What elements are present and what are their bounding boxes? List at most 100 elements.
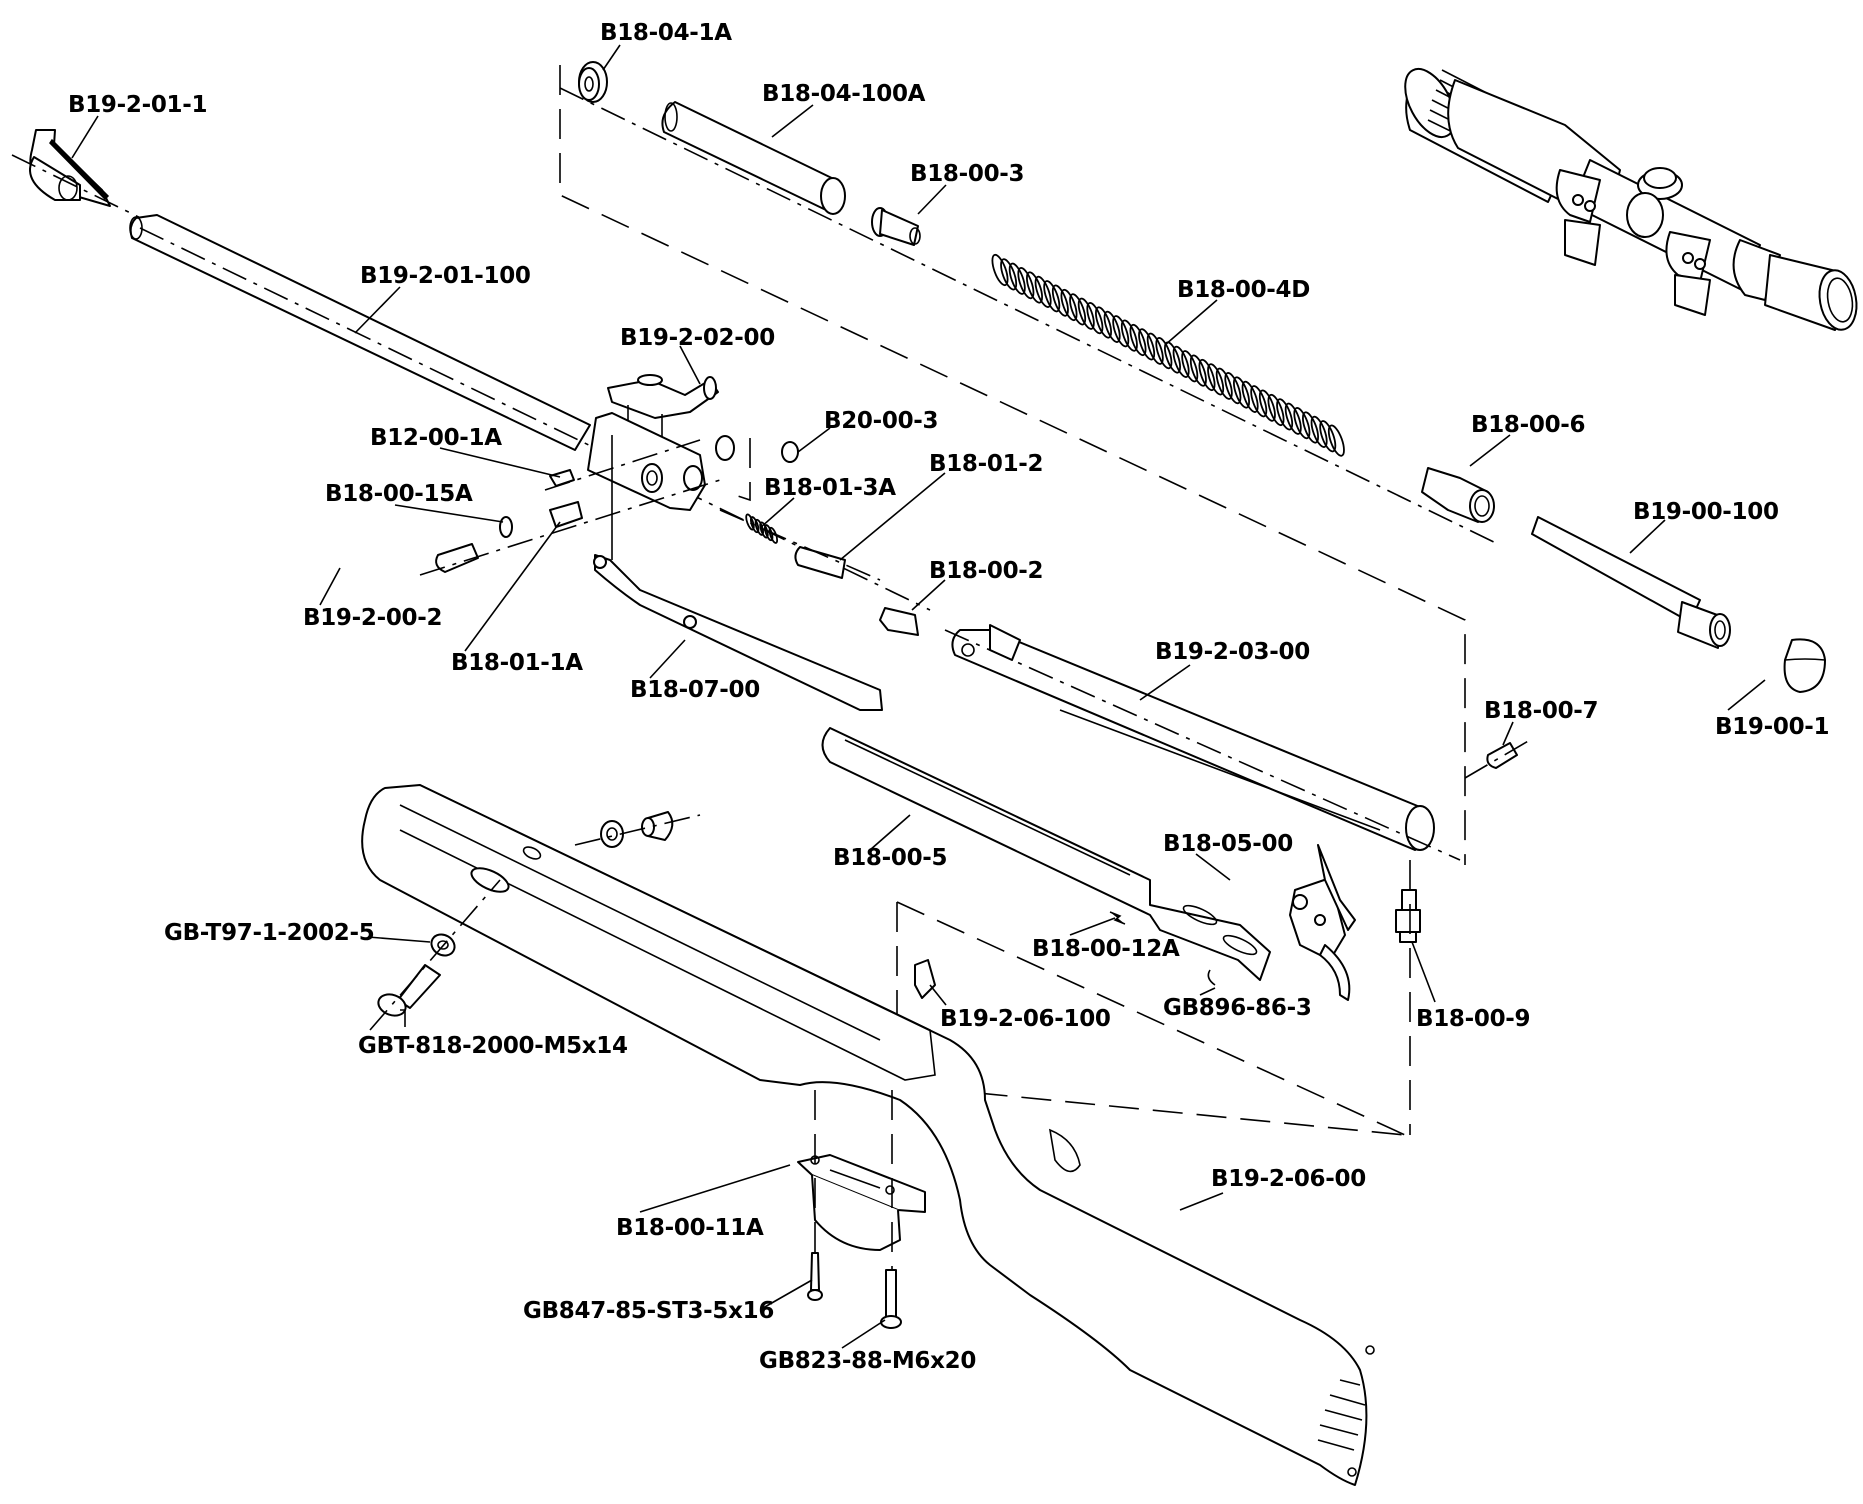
label-b19-2-01-1: B19-2-01-1 <box>68 92 207 118</box>
part-labels: B19-2-01-1 B19-2-01-100 B18-04-1A B18-04… <box>68 20 1830 1374</box>
label-b18-00-2: B18-00-2 <box>929 558 1043 584</box>
telescopic-scope <box>1404 68 1858 331</box>
leader-lines <box>71 44 1766 1349</box>
label-b12-00-1a: B12-00-1A <box>370 425 502 451</box>
trigger-guard-screw <box>807 1252 823 1301</box>
label-b18-00-7: B18-00-7 <box>1484 698 1598 724</box>
end-bushing <box>1421 467 1495 523</box>
spring-coil <box>1284 402 1302 435</box>
spring-coil <box>1198 358 1216 392</box>
detent-plunger <box>794 546 846 579</box>
spring-coil <box>1207 363 1225 396</box>
spring-coil <box>1181 350 1199 383</box>
piston <box>661 101 846 215</box>
spring-coil <box>1017 267 1035 300</box>
front-sight <box>29 129 111 207</box>
safety-clip <box>914 959 936 999</box>
spring-coil <box>1120 319 1138 352</box>
trigger-pin <box>1486 742 1518 769</box>
label-b18-01-2: B18-01-2 <box>929 451 1043 477</box>
spring-coil <box>1077 297 1095 330</box>
label-b19-2-03-00: B19-2-03-00 <box>1155 639 1310 665</box>
spring-coil <box>1276 398 1294 431</box>
spring-coil <box>1095 306 1112 339</box>
spring-coil <box>1327 424 1345 457</box>
label-gb823-88-m6x20: GB823-88-M6x20 <box>759 1348 976 1374</box>
label-b19-00-1: B19-00-1 <box>1715 714 1829 740</box>
spring-coil <box>1250 385 1268 418</box>
main-spring <box>991 253 1345 457</box>
label-gb-t97-1-2002-5: GB-T97-1-2002-5 <box>164 920 374 946</box>
label-b19-2-02-00: B19-2-02-00 <box>620 325 775 351</box>
spring-coil <box>1293 407 1311 440</box>
end-plug-rod <box>1531 516 1731 649</box>
spring-coil <box>1051 284 1069 317</box>
spring-coil <box>1215 367 1233 400</box>
spring-coil <box>1319 420 1337 453</box>
spring-coil <box>1069 293 1087 326</box>
label-b19-2-01-100: B19-2-01-100 <box>360 263 531 289</box>
label-b19-2-00-2: B19-2-00-2 <box>303 605 442 631</box>
spring-coil <box>1026 271 1043 304</box>
spring-coil <box>1302 411 1319 444</box>
spring-coil <box>1060 288 1078 322</box>
breech-seal <box>879 607 919 636</box>
spring-guide <box>871 207 921 246</box>
trigger-assembly <box>1289 844 1356 1001</box>
spring-coil <box>1233 376 1250 409</box>
label-gbt-818-2000-m5x14: GBT-818-2000-M5x14 <box>358 1033 628 1059</box>
spring-coil <box>991 253 1009 287</box>
cocking-link <box>821 727 1271 981</box>
label-b19-2-06-100: B19-2-06-100 <box>940 1006 1111 1032</box>
spring-coil <box>1034 275 1052 308</box>
spring-coil <box>1112 315 1130 348</box>
spring-coil <box>1155 337 1173 370</box>
washer-b18-00-15a <box>499 516 513 538</box>
detent-spring <box>745 513 779 544</box>
end-cap <box>1783 638 1826 693</box>
piston-seal-washer <box>578 61 608 103</box>
e-clip <box>1207 969 1216 986</box>
label-b18-04-1a: B18-04-1A <box>600 20 732 46</box>
spring-coil <box>1258 389 1276 422</box>
breech-block <box>587 412 706 511</box>
stock <box>361 784 1375 1486</box>
label-b18-00-15a: B18-00-15A <box>325 481 473 507</box>
trigger-guard <box>797 1154 926 1251</box>
small-spring <box>1109 911 1126 925</box>
label-gb896-86-3: GB896-86-3 <box>1163 995 1312 1021</box>
label-b18-01-1a: B18-01-1A <box>451 650 583 676</box>
label-b18-01-3a: B18-01-3A <box>764 475 896 501</box>
spring-coil <box>1310 415 1328 448</box>
spring-coil <box>1000 258 1018 291</box>
spring-coil <box>1008 262 1026 295</box>
spring-coil <box>1189 354 1207 387</box>
label-b20-00-3: B20-00-3 <box>824 408 938 434</box>
label-b19-2-06-00: B19-2-06-00 <box>1211 1166 1366 1192</box>
spring-coil <box>1224 372 1242 405</box>
cocking-lever <box>593 435 883 711</box>
trigger-guard-bolt <box>880 1269 902 1329</box>
label-b18-00-5: B18-00-5 <box>833 845 947 871</box>
label-b18-00-3: B18-00-3 <box>910 161 1024 187</box>
washer-part <box>715 435 735 461</box>
washer-b20 <box>781 441 799 463</box>
spring-coil <box>1138 328 1156 361</box>
label-b18-00-6: B18-00-6 <box>1471 412 1585 438</box>
screw-b18-00-9 <box>1395 889 1421 943</box>
spring-coil <box>1267 393 1285 427</box>
spring-coil <box>1164 341 1181 374</box>
pivot-bolt <box>435 543 479 573</box>
spring-coil <box>759 521 769 539</box>
label-b19-00-100: B19-00-100 <box>1633 499 1779 525</box>
rear-sight-assembly <box>607 374 719 440</box>
barrel <box>129 214 591 451</box>
spring-coil <box>1103 310 1121 343</box>
pivot-bushing <box>549 501 583 528</box>
spring-coil <box>745 513 755 531</box>
spring-coil <box>1146 332 1164 365</box>
label-b18-00-9: B18-00-9 <box>1416 1006 1530 1032</box>
spring-coil <box>1043 280 1061 313</box>
spring-coil <box>749 516 760 534</box>
